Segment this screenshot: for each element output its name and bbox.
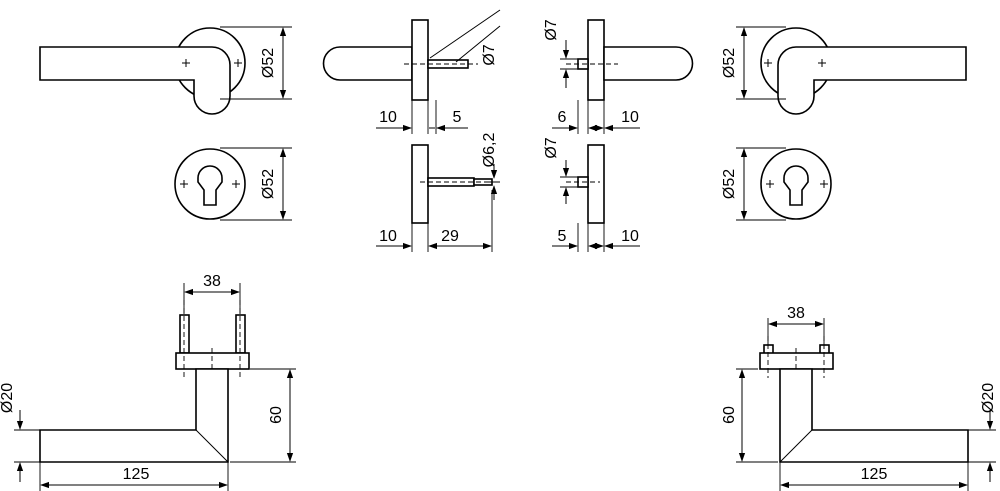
dim-29: 29 [441,228,459,245]
dim-10: 10 [621,228,639,245]
side-view-right-bottom: Ø7 5 10 [543,137,640,252]
screw-mark [182,59,190,67]
key-rose-front-left: Ø52 [174,147,292,221]
dim-d6-2: Ø6,2 [481,133,498,168]
side-view-left-bottom: Ø6,2 10 29 [376,133,500,252]
lever-outline [39,46,231,115]
dim-d20: Ø20 [980,383,997,413]
lever-rose-front-right: Ø52 [721,26,967,115]
dim-d7: Ø7 [481,44,498,65]
key-rose-front-right: Ø52 [721,147,832,221]
dim-d7: Ø7 [543,19,560,40]
dim-10: 10 [379,228,397,245]
dim-d52: Ø52 [721,169,738,199]
dim-10: 10 [621,109,639,126]
dim-60: 60 [721,406,738,424]
cylinder-cutout [197,165,223,206]
dim-d20: Ø20 [0,383,16,413]
dim-d52: Ø52 [721,48,738,78]
dim-d52: Ø52 [260,48,277,78]
dim-60: 60 [268,406,285,424]
dim-125: 125 [861,466,888,483]
lever-rose-front-left: Ø52 [39,26,292,115]
dim-d52: Ø52 [260,169,277,199]
side-view-right-top: Ø7 6 10 [543,19,694,134]
dim-6: 6 [558,109,567,126]
dim-d7: Ø7 [543,137,560,158]
dim-125: 125 [123,466,150,483]
side-view-left-top: Ø7 10 5 [322,9,501,134]
dim-5: 5 [558,228,567,245]
lever-elevation-left: 38 60 Ø20 125 [0,273,296,491]
dim-38: 38 [203,273,221,290]
lever-elevation-right: 38 60 Ø20 125 [721,305,997,491]
screw-mark [234,59,242,67]
dim-38: 38 [787,305,805,322]
dim-10: 10 [379,109,397,126]
dim-5: 5 [453,109,462,126]
